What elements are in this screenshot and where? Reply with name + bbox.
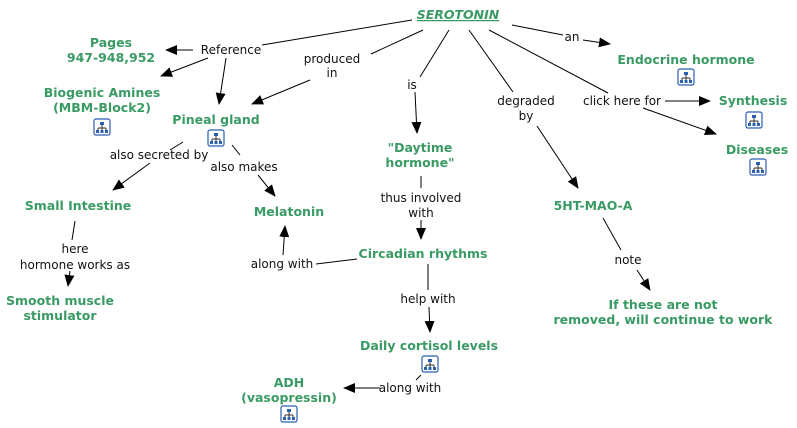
edges <box>64 19 717 393</box>
node-pineal-gland[interactable]: Pineal gland <box>172 112 259 127</box>
concept-map-icon[interactable] <box>749 158 767 176</box>
concept-map-icon[interactable] <box>421 355 439 373</box>
node-small-intestine[interactable]: Small Intestine <box>25 198 131 213</box>
concept-map-icon[interactable] <box>280 405 298 423</box>
link-help-with: help with <box>400 292 455 306</box>
link-along-with: along with <box>379 381 442 395</box>
link-reference: Reference <box>201 43 261 57</box>
concept-map-icon[interactable] <box>677 68 695 86</box>
node-5ht-mao-a[interactable]: 5HT-MAO-A <box>554 198 633 213</box>
node-biogenic-amines[interactable]: Biogenic Amines(MBM-Block2) <box>44 85 161 115</box>
node-synthesis[interactable]: Synthesis <box>719 93 788 108</box>
node-circadian-rhythms[interactable]: Circadian rhythms <box>359 246 488 261</box>
node-melatonin[interactable]: Melatonin <box>254 204 324 219</box>
link-is: is <box>407 78 417 92</box>
concept-map-icon[interactable] <box>93 118 111 136</box>
link-also-makes: also makes <box>210 160 277 174</box>
link-along-with: along with <box>251 257 314 271</box>
concept-map-icon[interactable] <box>745 111 763 129</box>
concept-map-icon[interactable] <box>207 129 225 147</box>
node-endocrine-hormone[interactable]: Endocrine hormone <box>617 52 754 67</box>
link-click-here-for: click here for <box>583 94 661 108</box>
link-note: note <box>614 253 641 267</box>
node-daily-cortisol[interactable]: Daily cortisol levels <box>360 338 498 353</box>
node-adh[interactable]: ADH(vasopressin) <box>241 375 337 405</box>
node-diseases[interactable]: Diseases <box>726 142 788 157</box>
link-an: an <box>565 30 580 44</box>
node-serotonin[interactable]: SEROTONIN <box>417 7 500 22</box>
link-also-secreted-by: also secreted by <box>110 148 209 162</box>
